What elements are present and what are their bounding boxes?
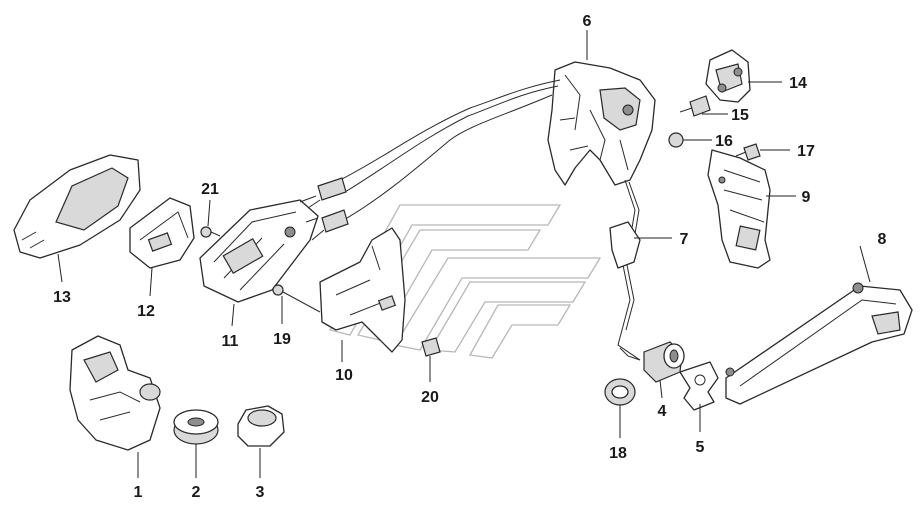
retaining-clip (679, 361, 719, 411)
callout-12: 12 (137, 303, 155, 320)
callout-6: 6 (583, 13, 592, 30)
callout-1: 1 (134, 484, 143, 501)
clip-20 (421, 337, 441, 357)
callout-8: 8 (878, 231, 887, 248)
callout-9: 9 (802, 189, 811, 206)
outer-handle-bracket (707, 149, 771, 269)
lock-cylinder (619, 341, 685, 383)
lock-cables (304, 79, 561, 241)
callout-17: 17 (797, 143, 815, 160)
inner-handle-bezel (13, 154, 141, 259)
inner-handle-lever (129, 197, 195, 269)
ignition-lock-housing (69, 335, 161, 451)
screw-19 (272, 284, 321, 313)
callout-10: 10 (335, 367, 353, 384)
screw-21 (200, 226, 221, 238)
callout-2: 2 (192, 484, 201, 501)
gear-knob (173, 409, 219, 445)
door-lock-actuator (547, 61, 656, 186)
callout-4: 4 (658, 403, 667, 420)
callout-3: 3 (256, 484, 265, 501)
outer-door-handle (725, 282, 913, 405)
callout-20: 20 (421, 389, 439, 406)
callout-13: 13 (53, 289, 71, 306)
callout-16: 16 (715, 133, 733, 150)
callout-15: 15 (731, 107, 749, 124)
callout-18: 18 (609, 445, 627, 462)
callout-19: 19 (273, 331, 291, 348)
callout-labels: 1 2 3 4 5 6 7 8 9 10 11 12 13 14 15 16 1… (53, 13, 886, 501)
cap-knob (237, 405, 285, 447)
lock-rod (609, 179, 641, 361)
callout-7: 7 (680, 231, 689, 248)
inner-handle-mount-bracket (319, 227, 406, 353)
screw-17 (735, 143, 761, 161)
inner-latch-assembly (199, 195, 319, 303)
leader-lines (57, 30, 871, 478)
screw-15 (679, 95, 711, 117)
door-striker (705, 49, 751, 103)
callout-5: 5 (696, 439, 705, 456)
grommet (604, 378, 636, 406)
callout-11: 11 (222, 333, 239, 350)
callout-21: 21 (201, 181, 219, 198)
callout-14: 14 (789, 75, 807, 92)
